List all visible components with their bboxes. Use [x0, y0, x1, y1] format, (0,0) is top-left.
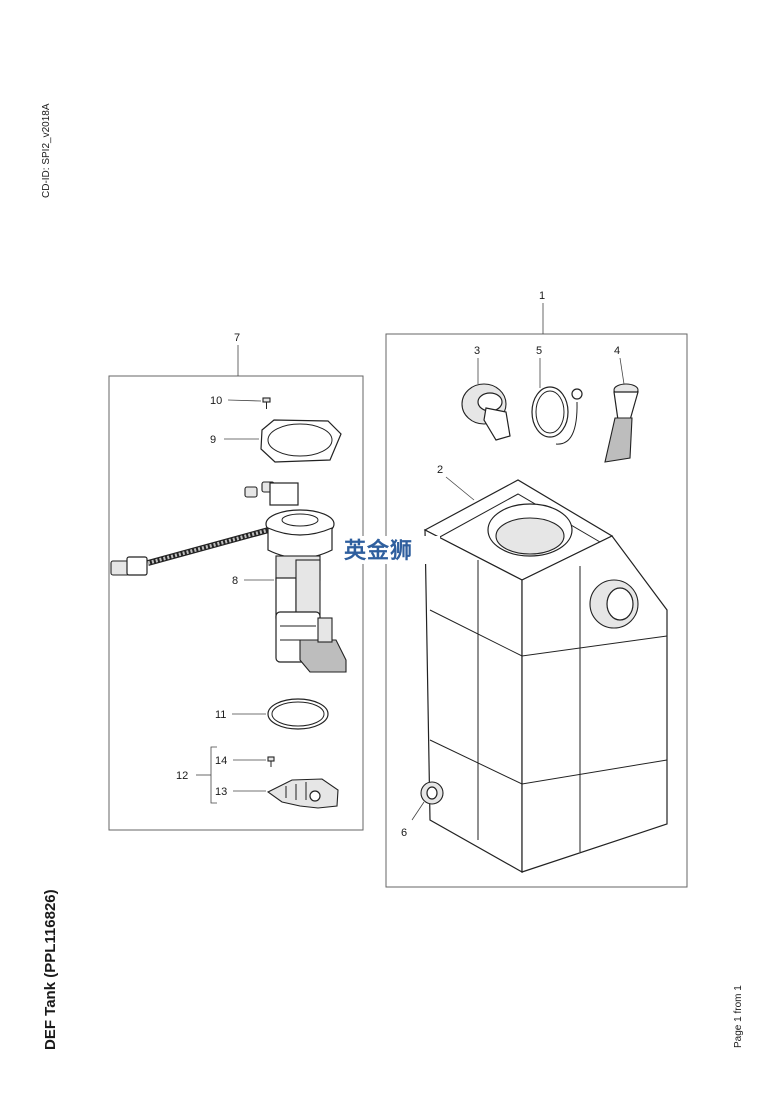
screw-part-10[interactable] — [262, 397, 271, 409]
callout-5[interactable]: 5 — [536, 345, 542, 357]
o-ring-part-11[interactable] — [267, 698, 329, 730]
leader-line-6 — [411, 801, 425, 821]
callout-12[interactable]: 12 — [176, 770, 188, 782]
watermark-text: 英金狮 — [344, 538, 413, 564]
watermark-background — [340, 536, 440, 564]
callout-2[interactable]: 2 — [437, 464, 443, 476]
group-box-def-tank — [385, 333, 688, 888]
pump-module-part-8[interactable] — [110, 481, 347, 673]
cover-plate-part-13[interactable] — [266, 778, 339, 809]
callout-9[interactable]: 9 — [210, 434, 216, 446]
callout-4[interactable]: 4 — [614, 345, 620, 357]
flange-gasket-part-9[interactable] — [260, 419, 342, 463]
leader-line-2 — [445, 476, 475, 501]
callout-6[interactable]: 6 — [401, 827, 407, 839]
callout-10[interactable]: 10 — [210, 395, 222, 407]
group-box-pump-assembly — [108, 375, 364, 831]
callout-11[interactable]: 11 — [215, 709, 226, 721]
level-sensor-part-3[interactable] — [461, 383, 511, 441]
filler-neck-part-4[interactable] — [604, 383, 639, 463]
callout-1[interactable]: 1 — [539, 290, 545, 302]
callout-13[interactable]: 13 — [215, 786, 227, 798]
cap-seal-part-5[interactable] — [531, 386, 583, 445]
drain-plug-part-6[interactable] — [420, 781, 444, 805]
callout-7[interactable]: 7 — [234, 332, 240, 344]
leader-line-4 — [619, 357, 625, 385]
callout-3[interactable]: 3 — [474, 345, 480, 357]
leader-line-10 — [227, 399, 262, 402]
callout-14[interactable]: 14 — [215, 755, 227, 767]
screw-part-14[interactable] — [267, 756, 275, 767]
callout-8[interactable]: 8 — [232, 575, 238, 587]
def-tank-part-2[interactable] — [423, 479, 668, 874]
